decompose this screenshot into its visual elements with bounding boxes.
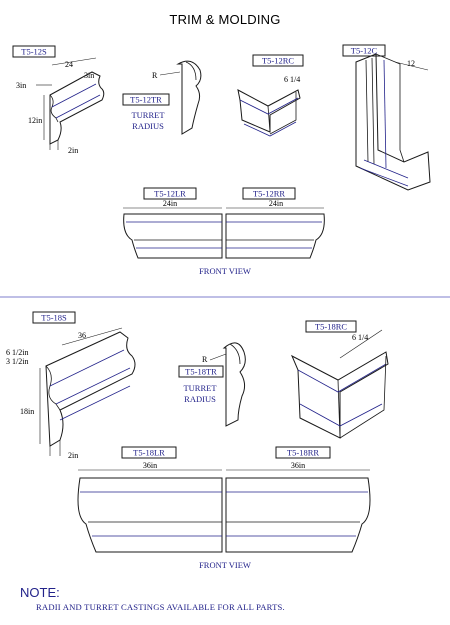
molding-body: [49, 71, 105, 145]
part-t5-12s: T5-12S 24 3in 3in 12in 2in: [12, 45, 105, 155]
column-edge: [375, 53, 405, 163]
front-view-18: T5-18LR T5-18RR 36in 36in FRONT VIEW: [77, 446, 371, 570]
part-tag: T5-18RR: [287, 448, 319, 458]
molding-profile: [49, 94, 59, 123]
molding-edge: [49, 349, 125, 387]
corner-seam: [267, 105, 271, 133]
turret-body: [222, 342, 246, 427]
corner-body: [237, 89, 301, 133]
part-tag: T5-12LR: [154, 189, 186, 199]
dim-lr: 36in: [143, 461, 157, 470]
part-tag: T5-12RC: [262, 56, 294, 66]
dim-mid: 3 1/2in: [6, 357, 28, 366]
turret-body: [176, 60, 202, 135]
corner-body: [290, 351, 389, 439]
dim-top: 6 1/2in: [6, 348, 28, 357]
note-heading: NOTE:: [20, 585, 60, 600]
dim-height: 12in: [28, 116, 42, 125]
dim-base: 2in: [68, 451, 78, 460]
tag-box: [32, 311, 76, 324]
right-return: [225, 213, 325, 259]
dim-corner: 6 1/4: [284, 75, 300, 84]
dim-line: [61, 327, 123, 346]
part-tag: T5-12RR: [253, 189, 285, 199]
part-tag: T5-12S: [21, 47, 47, 57]
tag-box: [178, 365, 224, 378]
corner-seam: [337, 379, 341, 439]
column-edge: [359, 159, 409, 187]
part-t5-12tr: R T5-12TR TURRET RADIUS: [122, 60, 202, 135]
corner-edge: [299, 403, 383, 427]
right-return: [225, 477, 371, 553]
part-tag: T5-12TR: [130, 95, 162, 105]
dim-corner: 6 1/4: [352, 333, 368, 342]
molding-body: [45, 331, 136, 447]
dim-base: 2in: [68, 146, 78, 155]
column-edge: [383, 59, 387, 169]
radius-label: R: [152, 71, 158, 80]
molding-edge: [59, 385, 131, 421]
corner-edge: [269, 92, 297, 135]
turret-profile: [185, 61, 197, 81]
tag-box: [305, 320, 357, 333]
column-profile: [365, 57, 375, 165]
part-tag: T5-18TR: [185, 367, 217, 377]
caption: TURRET: [131, 110, 165, 120]
part-t5-18tr: R T5-18TR TURRET RADIUS: [178, 342, 246, 427]
left-return: [123, 213, 223, 259]
caption: RADIUS: [132, 121, 164, 131]
front-view-label: FRONT VIEW: [199, 560, 251, 570]
radius-label: R: [202, 355, 208, 364]
caption: RADIUS: [184, 394, 216, 404]
tag-box: [121, 446, 177, 459]
tag-box: [242, 187, 296, 200]
radius-leader: [209, 353, 227, 361]
tag-box: [342, 44, 386, 57]
part-t5-18s: T5-18S 36 6 1/2in 3 1/2in 18in 2in: [6, 311, 136, 460]
corner-edge: [243, 121, 297, 137]
tag-box: [252, 54, 304, 67]
dim-line: [339, 329, 383, 359]
dim-left: 3in: [16, 81, 26, 90]
part-tag: T5-18S: [41, 313, 67, 323]
front-view-label: FRONT VIEW: [199, 266, 251, 276]
sheet-title: TRIM & MOLDING: [169, 12, 281, 27]
left-return: [77, 477, 223, 553]
dim-length: 24: [65, 60, 73, 69]
molding-profile: [45, 365, 61, 411]
column-body: [355, 53, 431, 191]
dim-line: [51, 57, 97, 66]
molding-edge: [51, 83, 97, 108]
turret-profile: [229, 343, 241, 365]
molding-edge: [55, 94, 101, 119]
part-tag: T5-12C: [351, 46, 378, 56]
corner-edge: [297, 363, 387, 393]
radius-leader: [159, 71, 181, 76]
dim-rr: 24in: [269, 199, 283, 208]
corner-edge: [339, 355, 387, 439]
dim-line: [394, 61, 429, 71]
part-tag: T5-18RC: [315, 322, 347, 332]
dim-lr: 24in: [163, 199, 177, 208]
molding-edge: [55, 367, 131, 405]
part-t5-12c: T5-12C 12: [342, 44, 431, 191]
tag-box: [275, 446, 331, 459]
tag-box: [122, 93, 170, 106]
caption: TURRET: [183, 383, 217, 393]
note-text: RADII AND TURRET CASTINGS AVAILABLE FOR …: [36, 602, 285, 612]
dim-top: 3in: [84, 71, 94, 80]
corner-edge: [239, 97, 299, 115]
part-tag: T5-18LR: [133, 448, 165, 458]
tag-box: [143, 187, 197, 200]
dim-length: 36: [78, 331, 86, 340]
part-t5-12rc: T5-12RC 6 1/4: [237, 54, 304, 137]
tag-box: [12, 45, 56, 58]
dim-rr: 36in: [291, 461, 305, 470]
front-view-12: T5-12LR T5-12RR 24in 24in FRONT VIEW: [123, 187, 325, 276]
dim-column: 12: [407, 59, 415, 68]
part-t5-18rc: T5-18RC 6 1/4: [290, 320, 389, 439]
dim-height: 18in: [20, 407, 34, 416]
